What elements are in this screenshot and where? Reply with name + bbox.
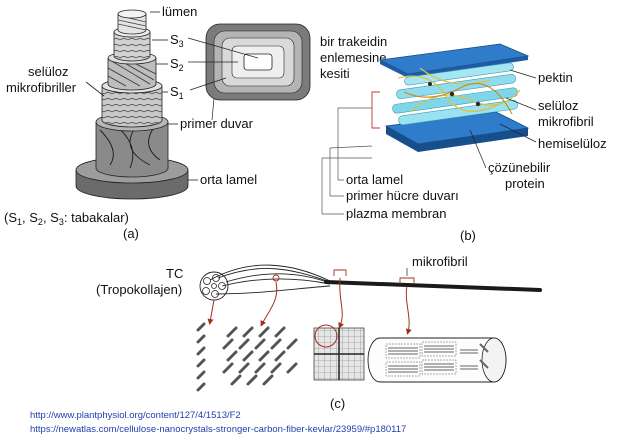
panel-b-cell-wall [321, 43, 537, 215]
source-link-newatlas[interactable]: https://newatlas.com/cellulose-nanocryst… [30, 424, 407, 435]
fiber-strands [209, 264, 331, 295]
label-tropocollagen: (Tropokollajen) [96, 282, 182, 297]
label-b-plasma-membrane: plazma membran [346, 206, 446, 221]
label-cross-section-2: enlemesine [320, 50, 387, 65]
panel-tag-b: (b) [460, 228, 476, 243]
tracheid-cross-section [187, 23, 311, 121]
label-b-primary-wall: primer hücre duvarı [346, 188, 459, 203]
source-link-plantphysiol[interactable]: http://www.plantphysiol.org/content/127/… [30, 410, 241, 421]
label-tc: TC [166, 266, 183, 281]
staggered-molecule-array [222, 326, 298, 386]
panel-tag-a: (a) [123, 226, 139, 241]
microfibril-rod [324, 280, 542, 292]
label-cellulose-microfibril-1: selüloz [538, 98, 578, 113]
label-primary-wall: primer duvar [180, 116, 254, 131]
label-cellulose-microfibril-2: mikrofibril [538, 114, 594, 129]
tropocollagen-bundle [199, 271, 229, 301]
label-soluble-protein-1: çözünebilir [488, 160, 551, 175]
panel-a-tracheid [75, 9, 198, 200]
label-s1: S1 [170, 84, 184, 101]
label-microfibril: mikrofibril [412, 254, 468, 269]
cellulose-microfibrils [392, 62, 518, 126]
label-s2: S2 [170, 56, 184, 73]
label-s3: S3 [170, 32, 184, 49]
panel-tag-c: (c) [330, 396, 345, 411]
panel-c-fibril-hierarchy [196, 264, 542, 392]
label-pectin: pektin [538, 70, 573, 85]
label-hemicellulose: hemiselüloz [538, 136, 607, 151]
fibril-cylinder-cutaway [367, 337, 507, 383]
fibril-grid-block [313, 324, 365, 381]
label-middle-lamella: orta lamel [200, 172, 257, 187]
label-cross-section-1: bir trakeidin [320, 34, 387, 49]
label-soluble-protein-2: protein [505, 176, 545, 191]
label-cross-section-3: kesiti [320, 66, 350, 81]
label-cellulose-microfibrils-1: selüloz [28, 64, 68, 79]
label-b-middle-lamella: orta lamel [346, 172, 403, 187]
label-lumen: lümen [162, 4, 197, 19]
label-layers-legend: (S1, S2, S3: tabakalar) [4, 210, 129, 227]
label-cellulose-microfibrils-2: mikrofibriller [6, 80, 77, 95]
lumen-top [117, 9, 147, 35]
tc-molecules-column [196, 322, 206, 392]
